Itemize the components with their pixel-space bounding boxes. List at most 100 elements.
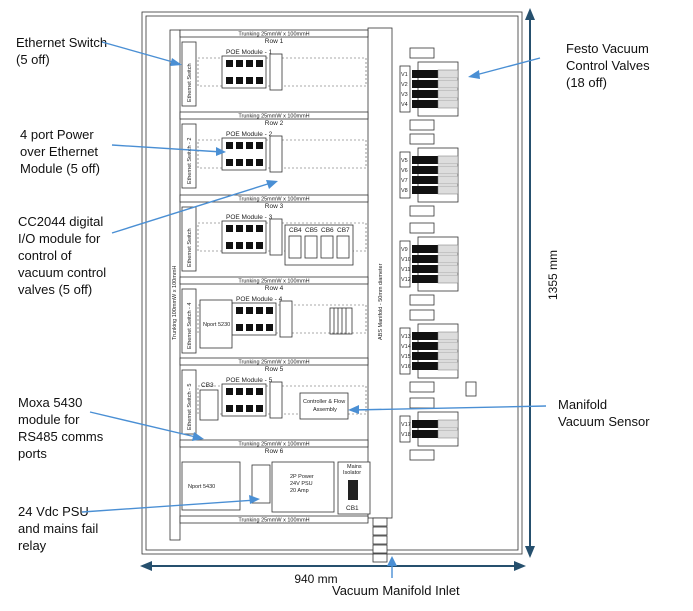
poe-module-label: POE Module - 1 [226, 49, 273, 56]
valve-label: V17 [401, 422, 411, 428]
valve-solenoid [437, 351, 459, 361]
valve-connector [409, 205, 435, 217]
poe-port [246, 405, 253, 412]
valve-label: V2 [401, 82, 408, 88]
ethernet-switch-box [181, 369, 197, 435]
valve-connector [409, 294, 435, 306]
poe-port [256, 324, 263, 331]
nport-5230-box [199, 299, 233, 349]
poe-module-label: POE Module - 5 [226, 377, 273, 384]
ethernet-switch-box [181, 288, 197, 354]
valve-label: V9 [401, 247, 408, 253]
valve-solenoid [437, 419, 459, 429]
vertical-trunking [169, 29, 181, 541]
valve-label: V5 [401, 158, 408, 164]
vacuum-valve [412, 342, 438, 350]
valve-solenoid [437, 89, 459, 99]
valve-manifold-block [399, 415, 411, 443]
valve-label: V18 [401, 432, 411, 438]
row-label: Row 4 [265, 285, 284, 292]
poe-port [236, 142, 243, 149]
cb1-switch [348, 480, 358, 500]
vacuum-valve [412, 255, 438, 263]
psu-label-1: 2P Power [290, 474, 314, 480]
poe-port [226, 77, 233, 84]
ethernet-switch-callout-line: (5 off) [16, 52, 50, 67]
vacuum-valve [412, 80, 438, 88]
vacuum-valve [412, 166, 438, 174]
valve-label: V11 [401, 267, 410, 273]
trunking-label: Trunking 25mmW x 100mmH [238, 442, 309, 448]
valve-solenoid [437, 264, 459, 274]
valve-solenoid [437, 155, 459, 165]
poe-port [256, 225, 263, 232]
vacuum-valve [412, 275, 438, 283]
row-label: Row 3 [265, 203, 284, 210]
poe-port [236, 242, 243, 249]
vacuum-valve [412, 265, 438, 273]
cc2044-callout-line: vacuum control [18, 265, 106, 280]
vacuum-valve [412, 90, 438, 98]
cb5-label: CB5 [305, 227, 318, 234]
poe-port [266, 324, 273, 331]
valve-label: V6 [401, 168, 408, 174]
valve-label: V12 [401, 277, 411, 283]
vacuum-valve [412, 186, 438, 194]
vacuum-valve [412, 156, 438, 164]
manifold-sensor-callout-line: Vacuum Sensor [558, 414, 650, 429]
valve-group-body [417, 411, 459, 447]
vacuum-valve [412, 420, 438, 428]
poe-port [236, 77, 243, 84]
moxa-callout-line: Moxa 5430 [18, 395, 82, 410]
poe-module-callout-line: Module (5 off) [20, 161, 100, 176]
poe-port [246, 142, 253, 149]
cb6-label: CB6 [321, 227, 334, 234]
abs-manifold-label: ABS Manifold - 50mm diameter [378, 263, 384, 340]
poe-port [236, 307, 243, 314]
cc2044-callout-line: valves (5 off) [18, 282, 92, 297]
poe-port [256, 242, 263, 249]
terminal-strip [465, 381, 477, 397]
vacuum-valve [412, 70, 438, 78]
valve-solenoid [437, 341, 459, 351]
poe-port [256, 405, 263, 412]
psu-label-2: 24V PSU [290, 481, 313, 487]
psu-callout-line: 24 Vdc PSU [18, 504, 89, 519]
nport-5230-label: Nport 5230 [203, 322, 230, 328]
vacuum-valve [412, 245, 438, 253]
poe-port [236, 324, 243, 331]
trunking-bar [179, 276, 369, 285]
poe-port [236, 60, 243, 67]
poe-port [226, 159, 233, 166]
poe-port [226, 242, 233, 249]
valve-connector [409, 133, 435, 145]
moxa-callout-line: module for [18, 412, 80, 427]
terminal-block-row4 [329, 307, 353, 335]
poe-module-label: POE Module - 3 [226, 214, 273, 221]
poe-port [246, 307, 253, 314]
poe-port [226, 225, 233, 232]
cc2044-callout-line: I/O module for [18, 231, 101, 246]
valve-label: V3 [401, 92, 408, 98]
valve-label: V7 [401, 178, 408, 184]
ethernet-switch-box [181, 206, 197, 272]
poe-port [266, 307, 273, 314]
moxa-callout-line: ports [18, 446, 47, 461]
valve-connector [409, 449, 435, 461]
trunking-bar [179, 194, 369, 203]
trunking-bar [179, 111, 369, 120]
valve-label: V1 [401, 72, 408, 78]
poe-port [226, 405, 233, 412]
psu-box [271, 461, 335, 513]
trunking-label: Trunking 25mmW x 100mmH [238, 197, 309, 203]
valve-manifold-block [399, 240, 411, 288]
ethernet-switch-label: Ethernet Switch [187, 228, 193, 267]
valve-connector [409, 222, 435, 234]
valve-solenoid [437, 79, 459, 89]
poe-port [256, 388, 263, 395]
festo-callout-line: Control Valves [566, 58, 650, 73]
callout-arrows [81, 41, 547, 578]
valve-solenoid [437, 254, 459, 264]
poe-module-label: POE Module - 2 [226, 131, 273, 138]
